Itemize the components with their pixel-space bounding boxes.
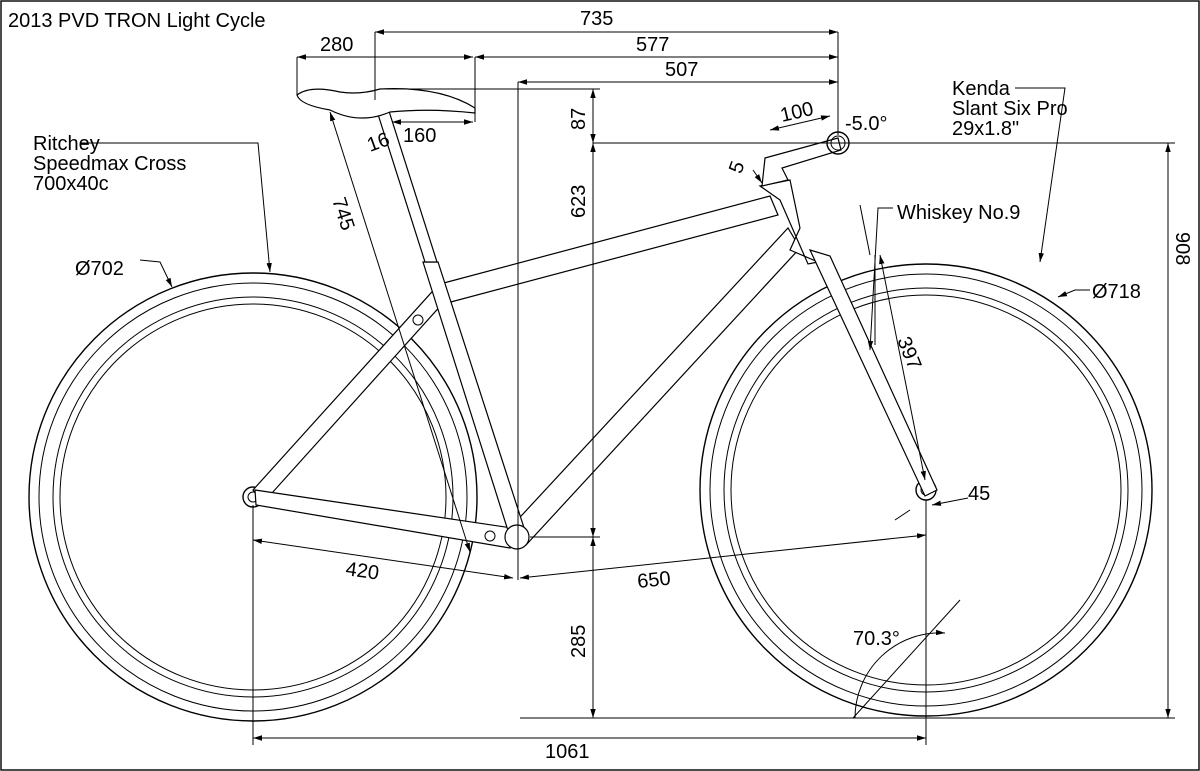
front-diameter-label: Ø718 [1092,281,1141,303]
dim-397: 397 [892,334,925,373]
dim-160: 160 [403,125,436,147]
dim-5: 5 [725,158,749,176]
seat-stay [252,282,453,504]
seat-tube [422,261,528,538]
dim-head-angle: 70.3° [853,628,900,650]
svg-text:Ritchey: Ritchey [33,133,100,155]
dim-45: 45 [968,483,990,505]
rear-diameter-label: Ø702 [75,258,124,280]
dim-stem-angle: -5.0° [845,113,887,135]
dim-420: 420 [344,558,380,584]
frame [252,88,938,550]
chain-stay [254,489,513,549]
down-tube [509,227,801,546]
dim-280: 280 [320,34,353,56]
fork-label: Whiskey No.9 [897,202,1020,224]
bottom-bracket [504,524,530,550]
dim-285: 285 [568,625,590,658]
svg-text:700x40c: 700x40c [33,173,109,195]
dim-908: 908 [1171,232,1193,265]
dimension-lines [80,29,1175,745]
dim-87: 87 [568,108,590,130]
dim-745: 745 [327,195,358,234]
drawing-title: 2013 PVD TRON Light Cycle [8,10,266,32]
dim-650: 650 [636,568,671,593]
dim-507: 507 [665,59,698,81]
svg-text:Kenda: Kenda [952,78,1011,100]
dim-735: 735 [580,8,613,30]
dim-623: 623 [568,185,590,218]
svg-text:29x1.8": 29x1.8" [952,118,1019,140]
rear-tire-label: Ritchey Speedmax Cross 700x40c [33,133,186,195]
top-tube [439,195,779,304]
stem [761,137,842,187]
svg-text:Speedmax Cross: Speedmax Cross [33,153,186,175]
svg-text:Slant Six Pro: Slant Six Pro [952,98,1068,120]
dim-100: 100 [778,98,815,127]
dim-1061: 1061 [545,741,590,763]
front-tire-label: Kenda Slant Six Pro 29x1.8" [952,78,1068,140]
saddle [296,88,476,119]
dim-577: 577 [636,34,669,56]
head-tube [758,179,821,265]
